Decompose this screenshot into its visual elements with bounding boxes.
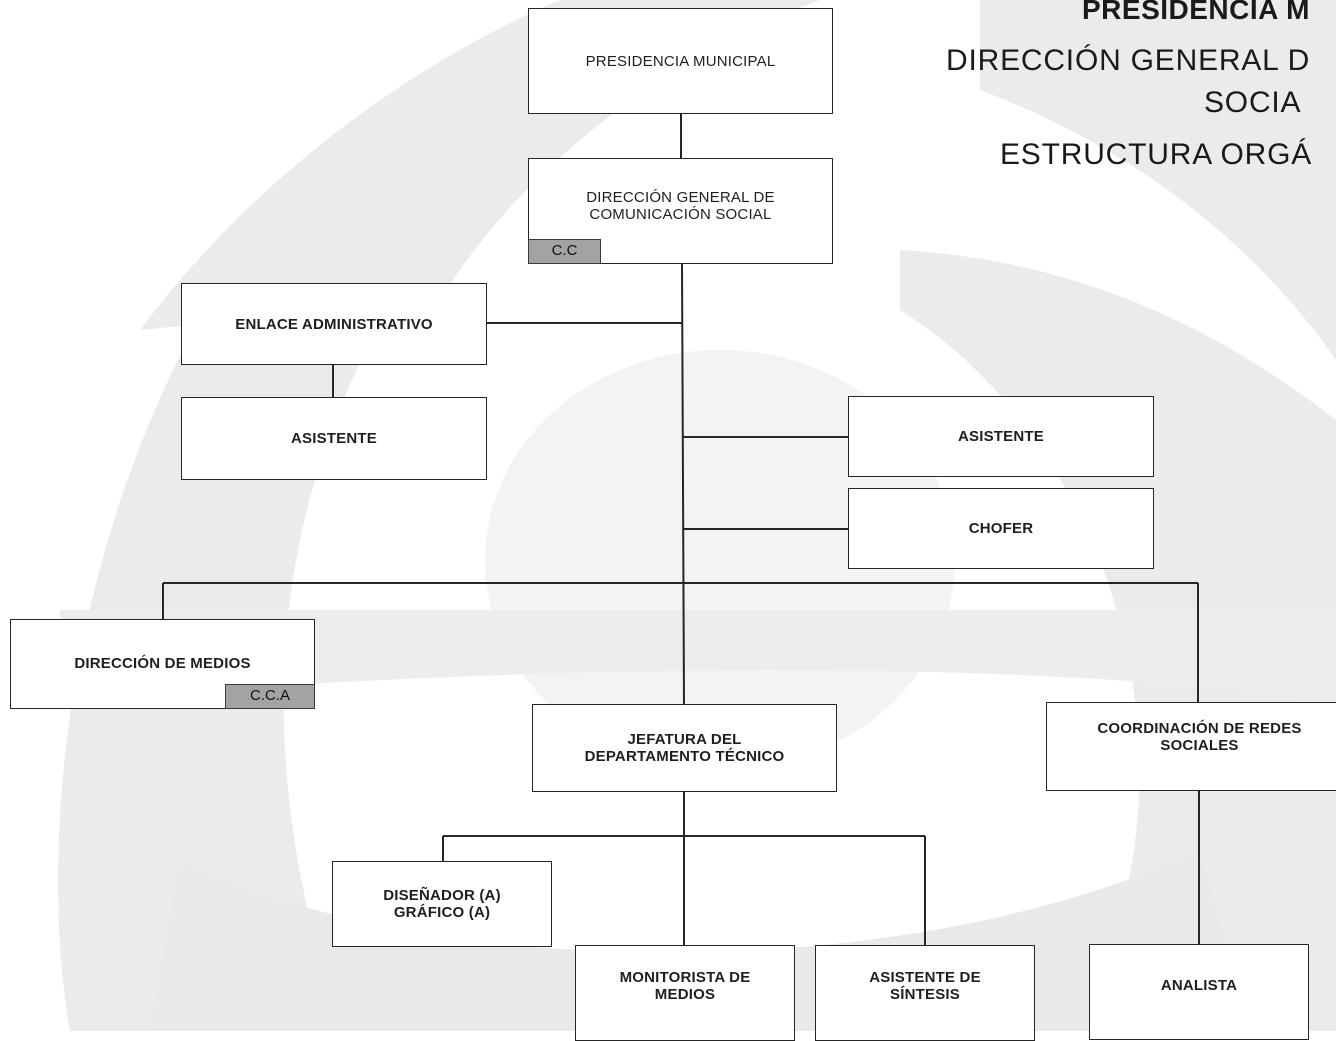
node-label: COORDINACIÓN DE REDES SOCIALES: [1097, 719, 1302, 754]
node-asistente-left: ASISTENTE: [181, 397, 487, 480]
node-label: ASISTENTE: [291, 430, 377, 447]
node-badge-cca: C.C.A: [225, 684, 315, 709]
header-structure: ESTRUCTURA ORGÁ: [1000, 138, 1313, 171]
header-direction-line2: SOCIA: [1204, 86, 1302, 119]
node-label: JEFATURA DEL DEPARTAMENTO TÉCNICO: [584, 731, 785, 765]
node-disenador-grafico: DISEÑADOR (A) GRÁFICO (A): [332, 861, 552, 947]
node-label: DIRECCIÓN GENERAL DE COMUNICACIÓN SOCIAL: [586, 189, 775, 223]
node-analista: ANALISTA: [1089, 944, 1309, 1040]
node-presidencia-municipal: PRESIDENCIA MUNICIPAL: [528, 8, 833, 114]
node-label: PRESIDENCIA MUNICIPAL: [585, 52, 776, 70]
node-asistente-de-sintesis: ASISTENTE DE SÍNTESIS: [815, 945, 1035, 1041]
node-chofer: CHOFER: [848, 488, 1154, 569]
node-label: CHOFER: [968, 520, 1034, 537]
node-label: ENLACE ADMINISTRATIVO: [235, 315, 433, 333]
header-direction-line1: DIRECCIÓN GENERAL D: [946, 44, 1311, 77]
node-direccion-general: DIRECCIÓN GENERAL DE COMUNICACIÓN SOCIAL…: [528, 158, 833, 264]
node-label: MONITORISTA DE MEDIOS: [619, 969, 751, 1003]
node-label: DIRECCIÓN DE MEDIOS: [74, 654, 251, 672]
node-direccion-de-medios: DIRECCIÓN DE MEDIOS C.C.A: [10, 619, 315, 709]
node-coordinacion-redes-sociales: COORDINACIÓN DE REDES SOCIALES: [1046, 702, 1336, 791]
watermark-right-petal: [900, 250, 1336, 1031]
node-jefatura-departamento-tecnico: JEFATURA DEL DEPARTAMENTO TÉCNICO: [532, 704, 837, 792]
node-label: ANALISTA: [1160, 976, 1238, 994]
node-label: DISEÑADOR (A) GRÁFICO (A): [383, 887, 501, 921]
node-monitorista-de-medios: MONITORISTA DE MEDIOS: [575, 945, 795, 1041]
node-label: ASISTENTE: [958, 428, 1044, 445]
line-main-trunk: [681, 262, 685, 706]
watermark-right-upper: [980, 0, 1336, 360]
node-asistente-right: ASISTENTE: [848, 396, 1154, 477]
watermark-lower-band: [60, 610, 1336, 700]
node-label: ASISTENTE DE SÍNTESIS: [869, 969, 981, 1003]
node-badge-cc: C.C: [528, 239, 601, 264]
header-organization: PRESIDENCIA M: [1082, 0, 1310, 25]
node-enlace-administrativo: ENLACE ADMINISTRATIVO: [181, 283, 487, 365]
